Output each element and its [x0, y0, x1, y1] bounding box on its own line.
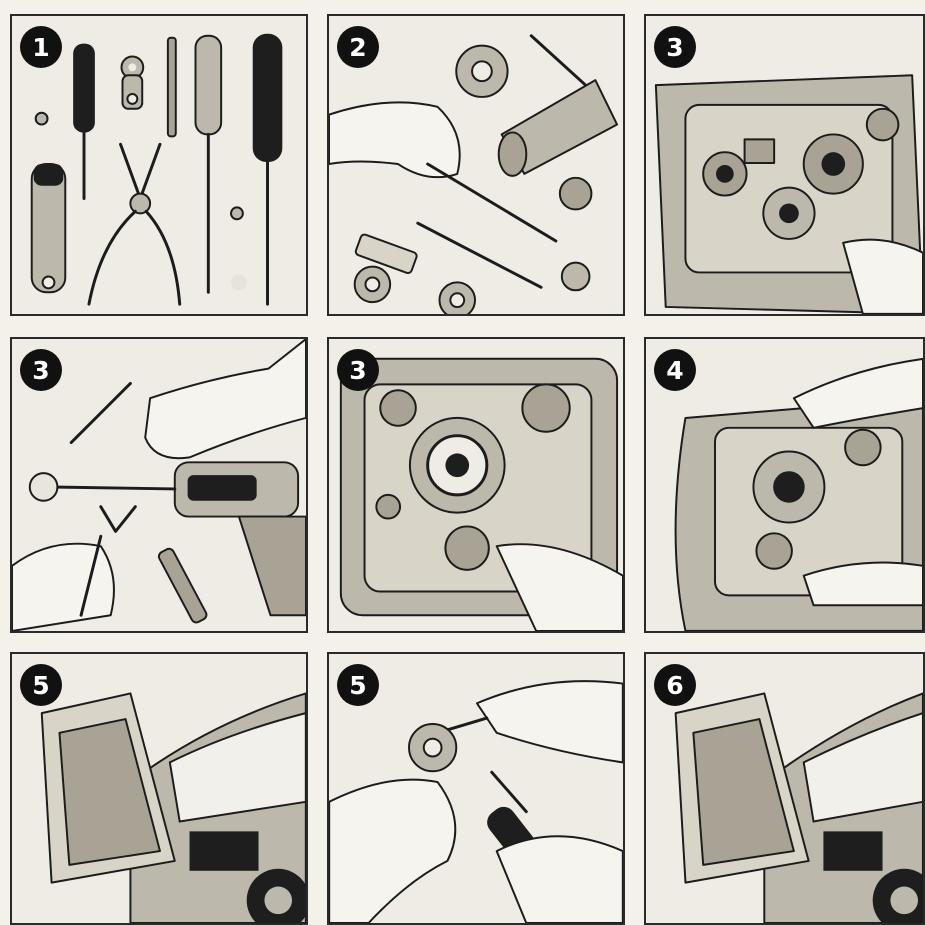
- install-illustration: [674, 357, 923, 631]
- closeup-illustration: [339, 357, 623, 631]
- panel-step-1-tools: 1: [10, 14, 308, 316]
- panel-step-5-car: 5: [10, 652, 308, 925]
- grommet-illustration: [329, 680, 623, 923]
- door-mechanism-illustration: [654, 74, 923, 314]
- tools-illustration: [30, 33, 283, 306]
- car-final-illustration: [674, 692, 923, 923]
- panel-step-6-car: 6: [644, 652, 925, 925]
- panel-step-3-closeup: 3: [327, 337, 625, 633]
- car-illustration: [40, 692, 306, 923]
- step-badge: 5: [20, 664, 62, 706]
- step-badge: 3: [20, 349, 62, 391]
- step-badge: 3: [337, 349, 379, 391]
- panel-step-2-fasteners: 2: [327, 14, 625, 316]
- step-badge: 5: [337, 664, 379, 706]
- panel-step-5-grommet: 5: [327, 652, 625, 925]
- step-badge: 2: [337, 26, 379, 68]
- step-badge: 6: [654, 664, 696, 706]
- step-badge: 4: [654, 349, 696, 391]
- step-badge: 3: [654, 26, 696, 68]
- step-badge: 1: [20, 26, 62, 68]
- panel-step-3-mechanism: 3: [644, 14, 925, 316]
- fasteners-illustration: [329, 34, 619, 314]
- drill-illustration: [12, 339, 306, 631]
- panel-step-4-install: 4: [644, 337, 925, 633]
- panel-step-3-drill: 3: [10, 337, 308, 633]
